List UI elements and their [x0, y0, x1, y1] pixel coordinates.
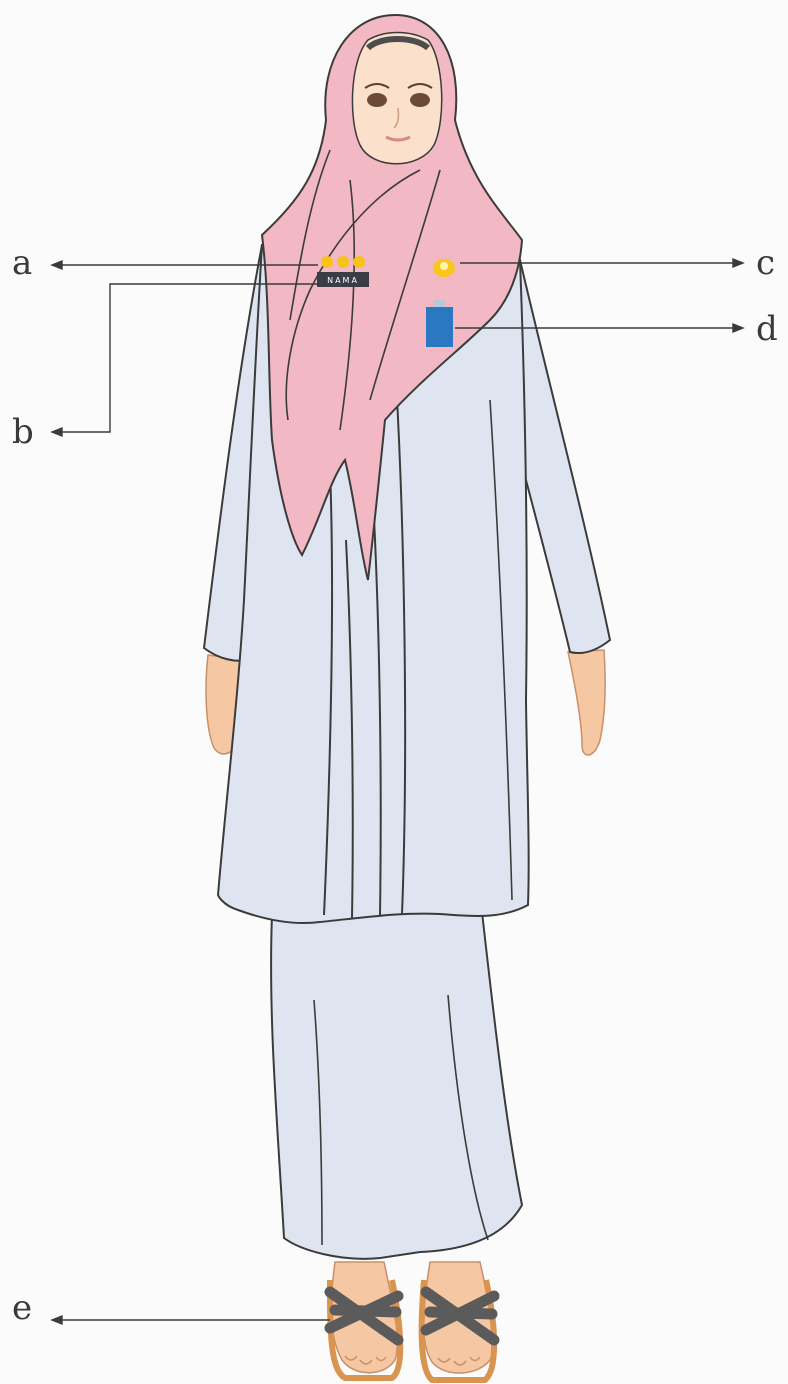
- star-icon: [321, 256, 365, 268]
- callout-label-a: a: [12, 246, 32, 280]
- name-tag-icon: NAMA: [317, 272, 369, 287]
- pocket-badge-icon: [426, 300, 453, 347]
- callout-label-c: c: [756, 246, 775, 280]
- callout-label-d: d: [756, 312, 778, 346]
- name-tag-text: NAMA: [327, 276, 359, 285]
- callout-label-e: e: [12, 1291, 32, 1325]
- callout-label-b: b: [12, 415, 34, 449]
- skirt: [271, 912, 522, 1259]
- emblem-icon: [433, 259, 455, 277]
